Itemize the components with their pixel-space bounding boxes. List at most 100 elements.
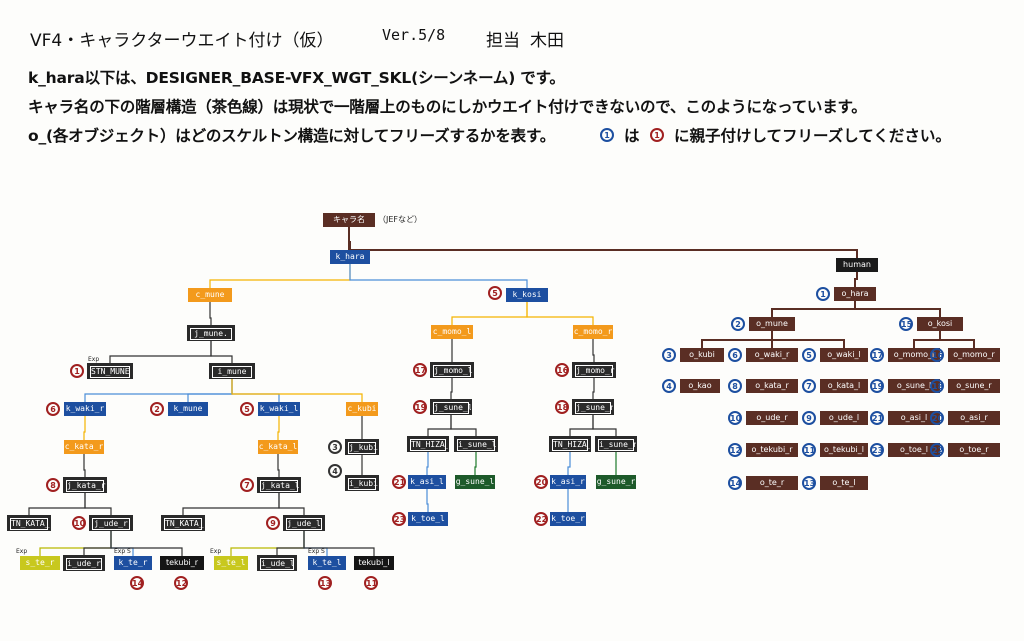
node-label: j_kubi — [348, 442, 378, 454]
node-number-o-asi-r: 20 — [930, 411, 944, 425]
node-label: i_ude_l — [260, 558, 295, 570]
edge-j_kata_l-j_ude_l — [278, 492, 305, 516]
node-c-kata-l: c_kata_l — [258, 440, 298, 454]
node-k-waki-l: k_waki_l — [258, 402, 300, 416]
node-i-ude-l: i_ude_l — [257, 555, 297, 571]
node-label: TN_KATA_L — [164, 518, 204, 530]
edge-j_ude_r-tekubi_r — [110, 530, 183, 556]
node-tn-hiza-l: TN_HIZA_L — [407, 436, 449, 452]
node-number-j-kata-r: 8 — [46, 478, 60, 492]
node-label: TN_HIZA_R — [552, 439, 590, 451]
node-number-o-kubi: 3 — [662, 348, 676, 362]
node-tn-hiza-r: TN_HIZA_R — [549, 436, 591, 452]
node-c-momo-l: c_momo_l — [431, 325, 473, 339]
node-number-o-kata-l: 7 — [802, 379, 816, 393]
edge-k_kosi-c_momo_r — [526, 302, 594, 325]
node-number-k-toe-l: 23 — [392, 512, 406, 526]
edge-j_mune-i_mune — [210, 340, 233, 364]
edge-i_mune-c_kubi — [231, 378, 363, 402]
node-o-tekubi-r: o_tekubi_r — [746, 443, 798, 457]
node-j-sune-r: j_sune_r — [572, 399, 614, 415]
node-number-k-asi-l: 21 — [392, 475, 406, 489]
node-o-sune-l: o_sune_l — [888, 379, 940, 393]
node-o-ude-l: o_ude_l — [820, 411, 868, 425]
node-label: TN_KATA_R — [10, 518, 50, 530]
edge-o_kosi-o_momo_l — [913, 331, 941, 348]
edge-j_kata_r-tn_kata_r — [28, 492, 86, 516]
node-label: i_sune_r — [598, 439, 636, 451]
node-o-asi-r: o_asi_r — [948, 411, 1000, 425]
node-o-te-l: o_te_l — [820, 476, 868, 490]
node-tn-kata-r: TN_KATA_R — [7, 515, 51, 531]
node-i-kubi: i_kubi — [345, 475, 379, 491]
edge-j_ude_l-tekubi_l — [303, 530, 375, 556]
node-k-toe-l: k_toe_l — [408, 512, 448, 526]
node-label: i_kubi — [348, 478, 378, 490]
edge-j_mune-stn_mune — [109, 340, 212, 364]
edge-j_sune_l-i_sune_l — [450, 414, 477, 437]
edge-o_kosi-o_momo_r — [939, 331, 975, 348]
edge-tn_hiza_r-k_asi_r — [567, 451, 571, 475]
node-number-k-mune: 2 — [150, 402, 164, 416]
node-number-j-kubi: 3 — [328, 440, 342, 454]
node-k-asi-l: k_asi_l — [408, 475, 446, 489]
node-number-o-momo-r: 16 — [930, 348, 944, 362]
node-tn-kata-l: TN_KATA_L — [161, 515, 205, 531]
node-number-stn-mune: 1 — [70, 364, 84, 378]
node-g-sune-r: g_sune_r — [596, 475, 636, 489]
node-o-waki-r: o_waki_r — [746, 348, 798, 362]
edge-i_mune-k_waki_r — [84, 378, 233, 402]
node-label: STN_MUNE — [90, 366, 130, 378]
node-label: i_mune — [212, 366, 252, 378]
edge-c_kata_r-j_kata_r — [83, 454, 86, 478]
node-number-o-asi-l: 21 — [870, 411, 884, 425]
edge-j_sune_l-tn_hiza_l — [427, 414, 452, 437]
edge-o_hara-o_kosi — [854, 301, 941, 317]
node-number-o-sune-l: 19 — [870, 379, 884, 393]
node-label: i_ude_r — [66, 558, 102, 570]
edge-i_sune_l-g_sune_l — [474, 451, 477, 475]
node-j-ude-l: j_ude_l — [283, 515, 325, 531]
node-o-sune-r: o_sune_r — [948, 379, 1000, 393]
node-number-o-kosi: 15 — [899, 317, 913, 331]
node-mark-k-te-l: Exp S — [308, 548, 325, 555]
edge-root-k_hara — [348, 227, 351, 250]
node-number-k-asi-r: 20 — [534, 475, 548, 489]
node-label: j_kata_r — [66, 480, 106, 492]
node-i-sune-r: i_sune_r — [595, 436, 637, 452]
node-j-momo-r: j_momo_r — [572, 362, 616, 378]
node-number-k-kosi: 5 — [488, 286, 502, 300]
node-tekubi-r: tekubi_r — [160, 556, 204, 570]
edge-j_ude_r-s_te_r — [39, 530, 112, 556]
node-k-te-r: k_te_r — [114, 556, 152, 570]
node-k-te-l: k_te_l — [308, 556, 346, 570]
node-mark-stn-mune: Exp — [88, 356, 100, 363]
node-o-ude-r: o_ude_r — [746, 411, 798, 425]
edge-j_momo_r-j_sune_r — [592, 377, 595, 400]
node-number-o-sune-r: 18 — [930, 379, 944, 393]
node-k-kosi: k_kosi — [506, 288, 548, 302]
node-number-o-momo-l: 17 — [870, 348, 884, 362]
node-k-mune: k_mune — [168, 402, 208, 416]
node-k-asi-r: k_asi_r — [550, 475, 586, 489]
node-j-sune-l: j_sune_l — [430, 399, 472, 415]
node-number-k-waki-l: 5 — [240, 402, 254, 416]
edge-k_hara-c_mune — [209, 264, 351, 288]
edge-k_waki_r-c_kata_r — [83, 416, 86, 440]
node-number-j-momo-l: 17 — [413, 363, 427, 377]
edge-tn_hiza_l-k_asi_l — [426, 451, 429, 475]
edge-j_sune_r-i_sune_r — [592, 414, 617, 437]
node-number-j-sune-l: 19 — [413, 400, 427, 414]
node-number-i-kubi: 4 — [328, 464, 342, 478]
owner-name: 木田 — [530, 31, 564, 51]
edge-j_kata_l-tn_kata_l — [182, 492, 280, 516]
node-root: キャラ名 — [323, 213, 375, 227]
edge-o_mune-o_kubi — [701, 331, 773, 348]
node-label: j_ude_r — [92, 518, 130, 530]
node-o-tekubi-l: o_tekubi_l — [820, 443, 868, 457]
node-number-k-te-r: 14 — [130, 576, 144, 590]
node-human: human — [836, 258, 878, 272]
node-number-j-ude-r: 10 — [72, 516, 86, 530]
node-number-o-ude-l: 9 — [802, 411, 816, 425]
